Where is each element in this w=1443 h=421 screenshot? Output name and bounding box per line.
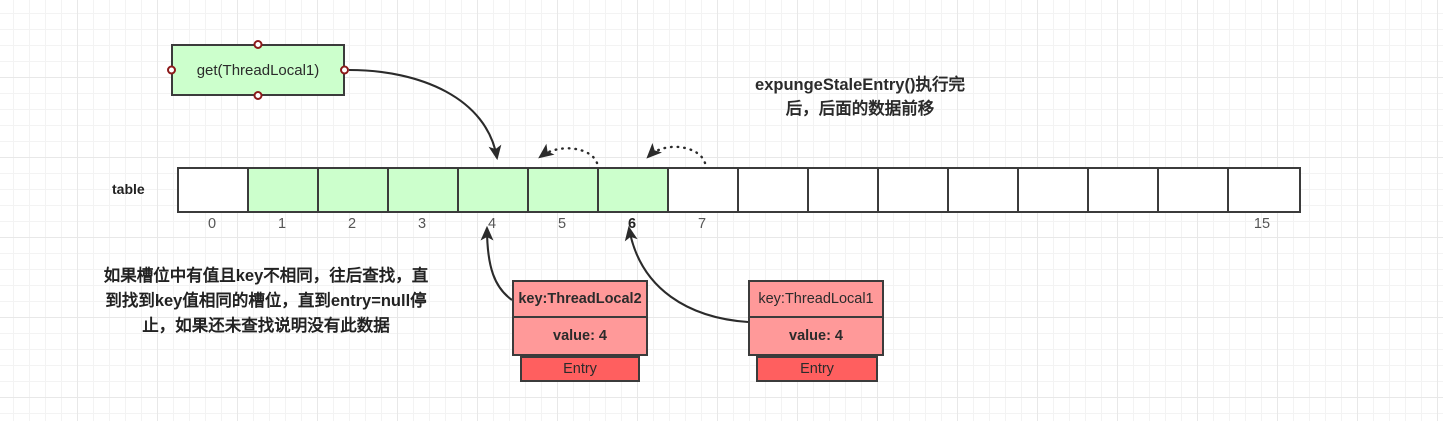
- table-cells: [177, 167, 1301, 213]
- table-index-9: [807, 216, 877, 238]
- connection-port-left-icon[interactable]: [167, 65, 176, 75]
- table-index-8: [737, 216, 807, 238]
- table-cell-2[interactable]: [319, 169, 389, 211]
- connector-get-to-slot4: [348, 68, 502, 161]
- connection-port-bottom-icon[interactable]: [253, 91, 263, 100]
- entry-key-label: key:ThreadLocal2: [514, 282, 646, 318]
- table-index-10: [877, 216, 947, 238]
- table-cell-10[interactable]: [879, 169, 949, 211]
- table-index-0: 0: [207, 216, 217, 232]
- table-cell-14[interactable]: [1159, 169, 1229, 211]
- lookup-annotation: 如果槽位中有值且key不相同，往后查找，直到找到key值相同的槽位，直到entr…: [103, 267, 429, 335]
- table-index-7: 7: [697, 216, 707, 232]
- entry-key-label: key:ThreadLocal1: [750, 282, 882, 318]
- connector-shift-slot6-to-slot5: [538, 143, 599, 165]
- get-threadlocal-label: get(ThreadLocal1): [196, 61, 320, 79]
- table-cell-5[interactable]: [529, 169, 599, 211]
- connection-port-right-icon[interactable]: [340, 65, 349, 75]
- entry-body: key:ThreadLocal1 value: 4: [748, 280, 884, 356]
- table-cell-12[interactable]: [1019, 169, 1089, 211]
- table-index-2: 2: [347, 216, 357, 232]
- table-index-14: [1157, 216, 1227, 238]
- table-cell-7[interactable]: [669, 169, 739, 211]
- entry-value-label: value: 4: [553, 328, 607, 344]
- entry-body: key:ThreadLocal2 value: 4: [512, 280, 648, 356]
- table-index-6: 6: [627, 216, 637, 232]
- table-index-13: [1087, 216, 1157, 238]
- table-cell-4[interactable]: [459, 169, 529, 211]
- get-threadlocal-box[interactable]: get(ThreadLocal1): [167, 40, 349, 100]
- table-index-11: [947, 216, 1017, 238]
- table-cell-8[interactable]: [739, 169, 809, 211]
- table-cell-3[interactable]: [389, 169, 459, 211]
- table-index-4: 4: [487, 216, 497, 232]
- connection-port-top-icon[interactable]: [253, 40, 263, 49]
- connector-entry-left-to-slot4: [480, 225, 513, 301]
- table-cell-1[interactable]: [249, 169, 319, 211]
- table-cell-0[interactable]: [179, 169, 249, 211]
- table-cell-9[interactable]: [809, 169, 879, 211]
- table-index-labels: 0 1 2 3 4 5 6 7 15: [177, 216, 1297, 238]
- table-cell-15[interactable]: [1229, 169, 1299, 211]
- table-cell-6[interactable]: [599, 169, 669, 211]
- entry-type-label: Entry: [520, 356, 640, 382]
- table-cell-13[interactable]: [1089, 169, 1159, 211]
- entry-value-label: value: 4: [789, 328, 843, 344]
- table-index-12: [1017, 216, 1087, 238]
- diagram-heading: expungeStaleEntry()执行完后，后面的数据前移: [755, 76, 965, 118]
- table-index-1: 1: [277, 216, 287, 232]
- table-label: table: [112, 181, 145, 197]
- table-cell-11[interactable]: [949, 169, 1019, 211]
- entry-type-label: Entry: [756, 356, 878, 382]
- table-index-15: 15: [1253, 216, 1271, 232]
- table-index-3: 3: [417, 216, 427, 232]
- table-index-5: 5: [557, 216, 567, 232]
- connector-shift-slot7-to-slot6: [646, 142, 707, 165]
